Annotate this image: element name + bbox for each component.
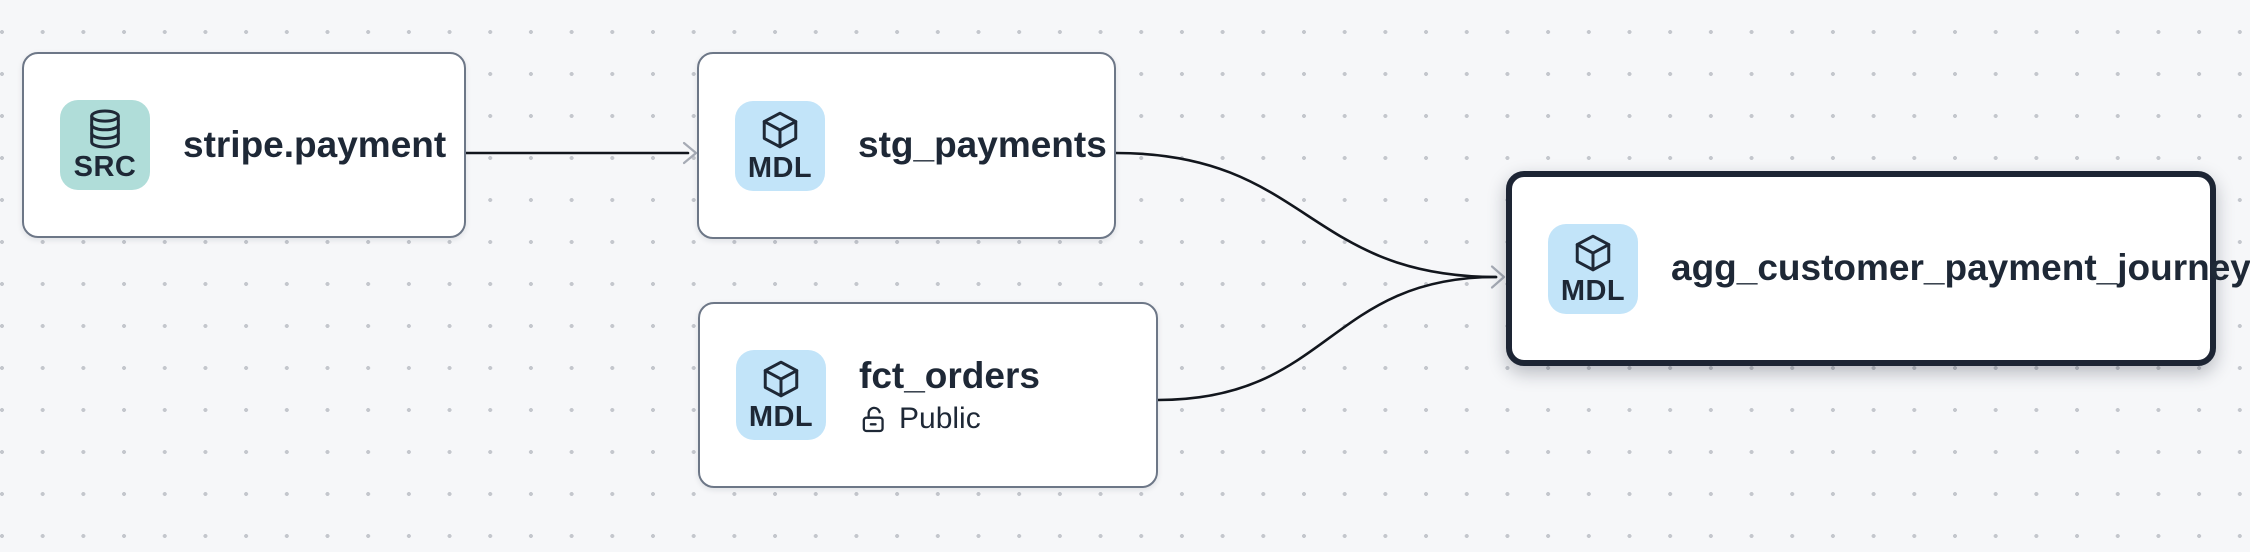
node-fct-orders[interactable]: MDL fct_orders Public xyxy=(698,302,1158,488)
badge-label: SRC xyxy=(73,151,137,183)
unlock-icon xyxy=(859,405,888,434)
badge-label: MDL xyxy=(1560,274,1626,307)
arrowhead-icon xyxy=(1490,265,1506,289)
source-badge: SRC xyxy=(60,100,150,190)
database-icon xyxy=(84,108,126,150)
model-badge: MDL xyxy=(1548,223,1638,314)
node-stripe-payment[interactable]: SRC stripe.payment xyxy=(22,52,466,238)
node-title: agg_customer_payment_journey xyxy=(1671,247,2250,289)
access-row: Public xyxy=(859,401,1040,437)
edge-fct-to-agg[interactable] xyxy=(1156,275,1498,402)
cube-icon xyxy=(760,358,802,400)
cube-icon xyxy=(1572,232,1614,274)
node-title: stripe.payment xyxy=(183,123,447,165)
badge-label: MDL xyxy=(747,151,813,184)
model-badge: MDL xyxy=(735,100,825,191)
cube-icon xyxy=(759,109,801,151)
model-badge: MDL xyxy=(736,350,826,440)
arrowhead-icon xyxy=(682,141,698,165)
access-label: Public xyxy=(899,402,981,436)
edge-stg-to-agg[interactable] xyxy=(1114,151,1498,279)
badge-label: MDL xyxy=(748,401,814,433)
node-stg-payments[interactable]: MDL stg_payments xyxy=(697,52,1116,239)
node-title: fct_orders xyxy=(859,354,1040,396)
node-agg-customer-payment-journey[interactable]: MDL agg_customer_payment_journey xyxy=(1506,171,2250,366)
node-title: stg_payments xyxy=(858,124,1107,166)
